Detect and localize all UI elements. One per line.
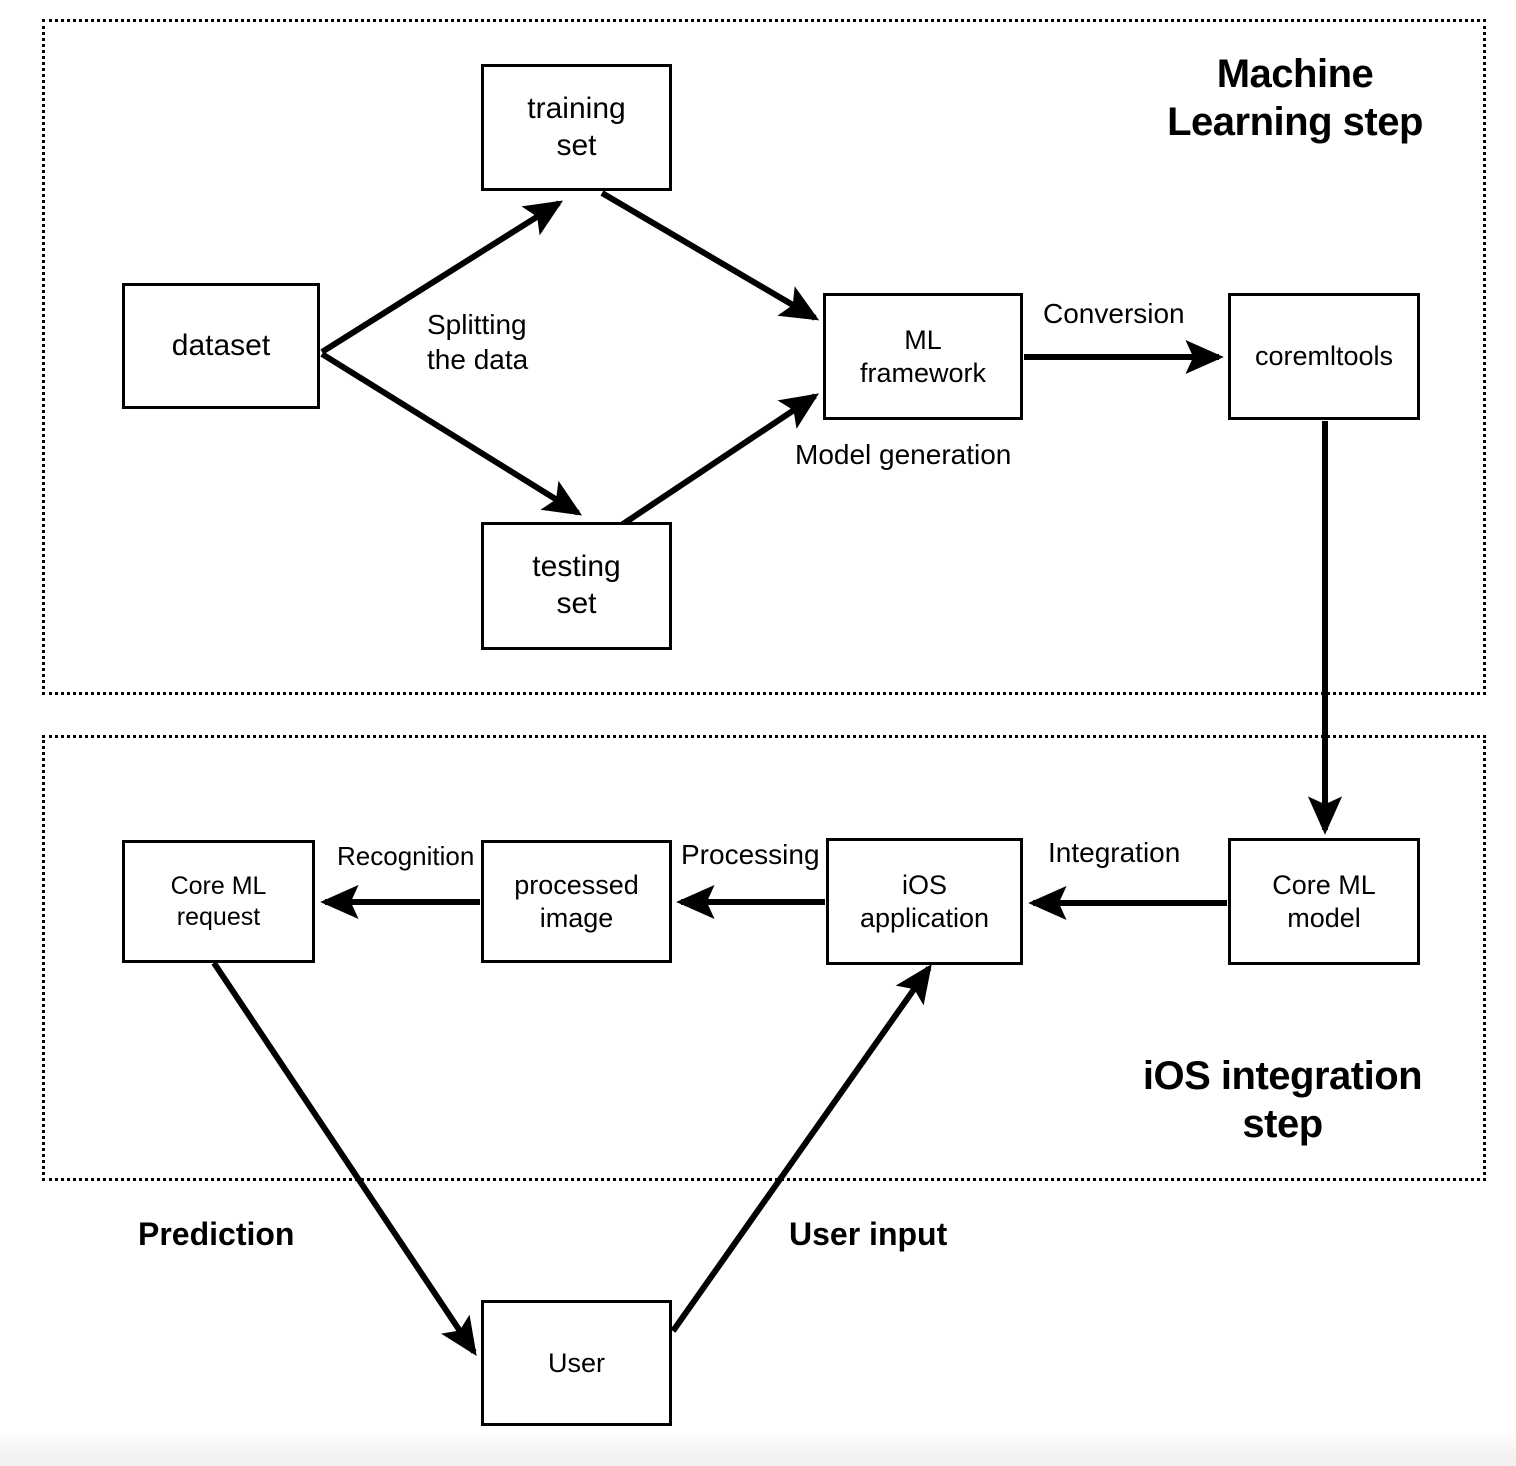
edge-label-processing: Processing <box>681 839 820 870</box>
group-machine-learning-step <box>42 19 1486 695</box>
node-user[interactable]: User <box>481 1300 672 1426</box>
edge-label-splitting-the-data: Splitting the data <box>427 309 529 375</box>
node-core-ml-model[interactable]: Core ML model <box>1228 838 1420 965</box>
edge-label-conversion: Conversion <box>1043 298 1185 329</box>
edge-label-integration: Integration <box>1048 837 1181 868</box>
node-processed-image[interactable]: processed image <box>481 840 672 963</box>
node-ml-framework[interactable]: ML framework <box>823 293 1023 420</box>
bottom-edge-strip <box>0 1432 1516 1466</box>
node-ios-application[interactable]: iOS application <box>826 838 1023 965</box>
edge-label-model-generation: Model generation <box>795 439 1012 470</box>
node-core-ml-request[interactable]: Core ML request <box>122 840 315 963</box>
group-title-machine-learning-step: Machine Learning step <box>1167 52 1423 144</box>
node-dataset[interactable]: dataset <box>122 283 320 409</box>
node-training-set[interactable]: training set <box>481 64 672 191</box>
flow-label-prediction: Prediction <box>138 1216 295 1252</box>
edge-label-recognition: Recognition <box>337 841 475 871</box>
node-coremltools[interactable]: coremltools <box>1228 293 1420 420</box>
group-title-ios-integration-step: iOS integration step <box>1142 1054 1423 1146</box>
node-testing-set[interactable]: testing set <box>481 522 672 650</box>
flow-label-user-input: User input <box>789 1216 948 1252</box>
